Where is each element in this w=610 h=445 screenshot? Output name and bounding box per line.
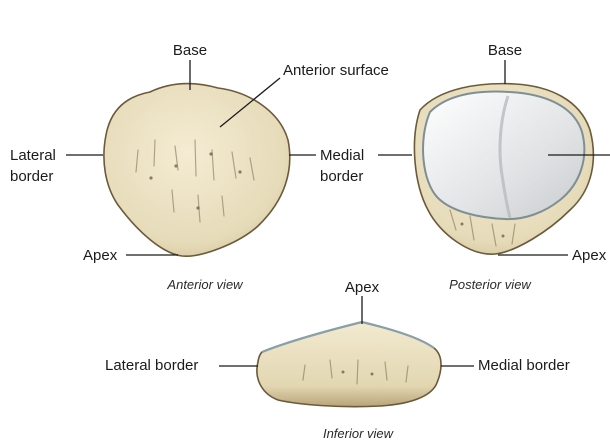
anterior-apex-label: Apex <box>83 247 118 264</box>
patella-anterior-shape <box>104 84 290 257</box>
posterior-base-label: Base <box>488 42 522 59</box>
inferior-view-caption: Inferior view <box>323 426 395 441</box>
inferior-view: Apex Lateral border Medial border Inferi… <box>105 279 570 441</box>
anterior-lateral-border-label-line1: Lateral <box>10 147 56 164</box>
inferior-apex-label: Apex <box>345 279 380 296</box>
inferior-medial-border-label: Medial border <box>478 357 570 374</box>
anterior-medial-border-label-line2: border <box>320 168 363 185</box>
posterior-view-caption: Posterior view <box>449 277 532 292</box>
inferior-lateral-border-label: Lateral border <box>105 357 198 374</box>
patella-inferior-shape <box>257 322 441 407</box>
anterior-view-caption: Anterior view <box>166 277 244 292</box>
anterior-lateral-border-label-line2: border <box>10 168 53 185</box>
anterior-view: Base Anterior surface Lateral border Med… <box>10 42 389 292</box>
posterior-apex-label: Apex <box>572 247 607 264</box>
anterior-base-label: Base <box>173 42 207 59</box>
anterior-medial-border-label-line1: Medial <box>320 147 364 164</box>
anterior-surface-label: Anterior surface <box>283 62 389 79</box>
posterior-view: Base Apex Posterior view <box>378 42 610 292</box>
